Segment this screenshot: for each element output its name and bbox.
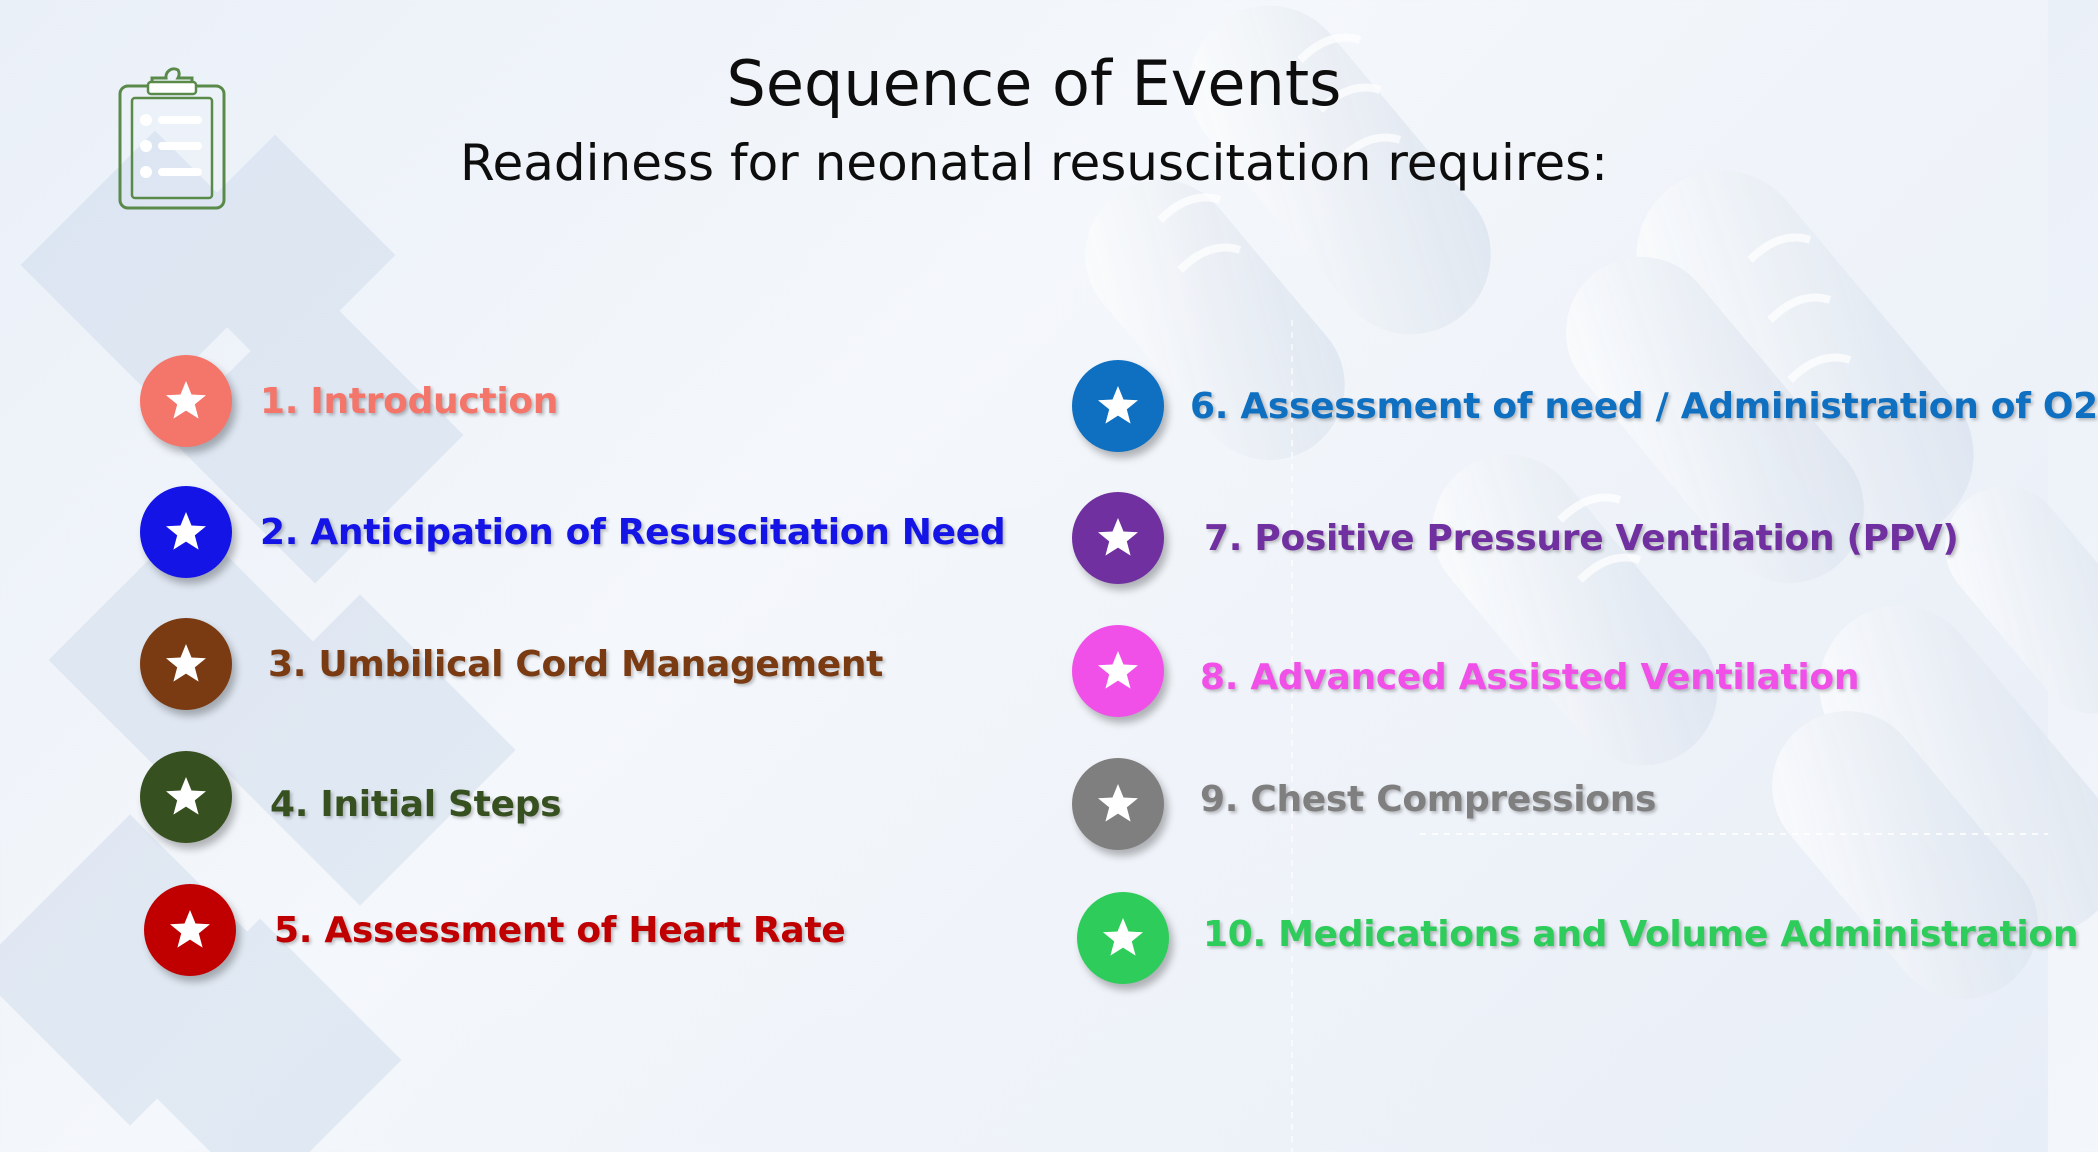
item-label: 3. Umbilical Cord Management [268,643,884,685]
clipboard-icon [118,67,226,210]
list-item: 5. Assessment of Heart Rate [144,882,846,978]
star-icon [1098,386,1138,424]
slide-title: Sequence of Events [726,47,1342,120]
list-item: 8. Advanced Assisted Ventilation [1072,623,1859,719]
item-badge [1072,360,1164,452]
item-label: 6. Assessment of need / Administration o… [1190,385,2098,427]
item-badge [140,486,232,578]
star-icon [1098,784,1138,822]
star-icon [1098,651,1138,689]
list-item: 9. Chest Compressions [1072,756,1656,852]
slide-subtitle: Readiness for neonatal resuscitation req… [460,134,1608,192]
item-badge [140,751,232,843]
item-badge [1077,892,1169,984]
item-badge [1072,492,1164,584]
item-label: 5. Assessment of Heart Rate [274,909,846,951]
item-label: 1. Introduction [260,380,559,422]
star-icon [170,910,210,948]
list-item: 4. Initial Steps [140,749,562,845]
item-badge [1072,625,1164,717]
item-badge [140,355,232,447]
slide: Sequence of Events Readiness for neonata… [118,47,2098,984]
list-item: 7. Positive Pressure Ventilation (PPV) [1072,490,1959,586]
star-icon [166,381,206,419]
item-badge [144,884,236,976]
star-icon [166,512,206,550]
list-item: 3. Umbilical Cord Management [140,616,883,712]
item-label: 9. Chest Compressions [1200,778,1657,820]
star-icon [1103,918,1143,956]
item-badge [140,618,232,710]
item-badge [1072,758,1164,850]
item-label: 4. Initial Steps [270,783,562,825]
star-icon [166,644,206,682]
list-item: 1. Introduction [140,353,558,449]
item-label: 2. Anticipation of Resuscitation Need [260,511,1006,553]
list-item: 10. Medications and Volume Administratio… [1077,890,2078,986]
list-item: 2. Anticipation of Resuscitation Need [140,484,1006,580]
star-icon [166,777,206,815]
item-label: 8. Advanced Assisted Ventilation [1200,656,1860,698]
list-item: 6. Assessment of need / Administration o… [1072,358,2098,454]
item-label: 10. Medications and Volume Administratio… [1203,913,2079,955]
star-icon [1098,518,1138,556]
item-label: 7. Positive Pressure Ventilation (PPV) [1204,517,1959,559]
